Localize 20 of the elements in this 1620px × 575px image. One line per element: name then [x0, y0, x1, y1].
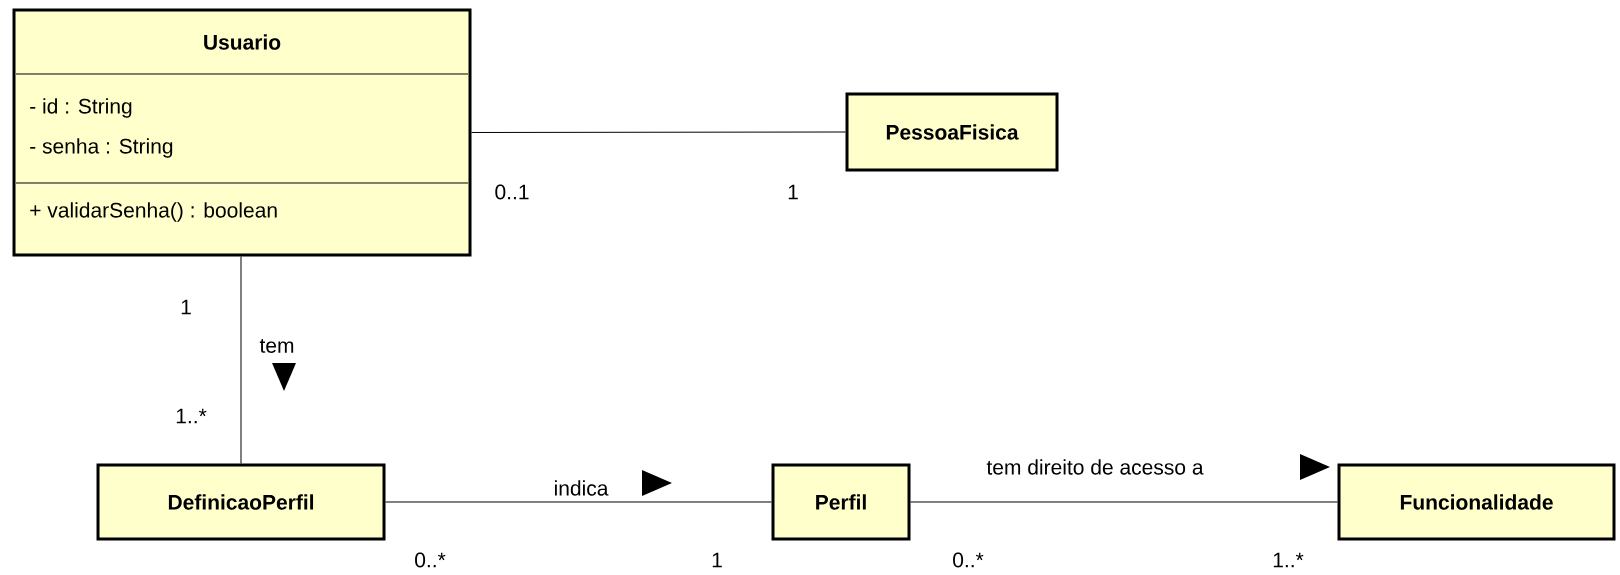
multiplicity-label: 1 [181, 299, 191, 315]
association-line [385, 501, 772, 503]
association-line [471, 131, 846, 133]
association-line [910, 501, 1338, 503]
multiplicity-label: 1 [788, 184, 798, 200]
edge-label: indica [552, 479, 610, 497]
class-box: DefinicaoPerfil [96, 463, 386, 541]
multiplicity-label: 0..* [415, 552, 446, 568]
multiplicity-label: 1 [712, 552, 722, 568]
edge-label: tem direito de acesso a [985, 458, 1205, 476]
class-box: PessoaFisica [845, 92, 1059, 172]
class-box: Perfil [771, 463, 911, 541]
multiplicity-label: 0..1 [495, 184, 529, 200]
class-box: Funcionalidade [1337, 463, 1616, 541]
edge-label: tem [258, 338, 296, 354]
multiplicity-label: 1..* [176, 408, 207, 424]
multiplicity-label: 0..* [953, 552, 984, 568]
association-line [240, 256, 242, 464]
multiplicity-label: 1..* [1273, 552, 1304, 568]
class-box: Usuario - id : String - senha : String + validarSenha() : boolean [12, 8, 472, 257]
